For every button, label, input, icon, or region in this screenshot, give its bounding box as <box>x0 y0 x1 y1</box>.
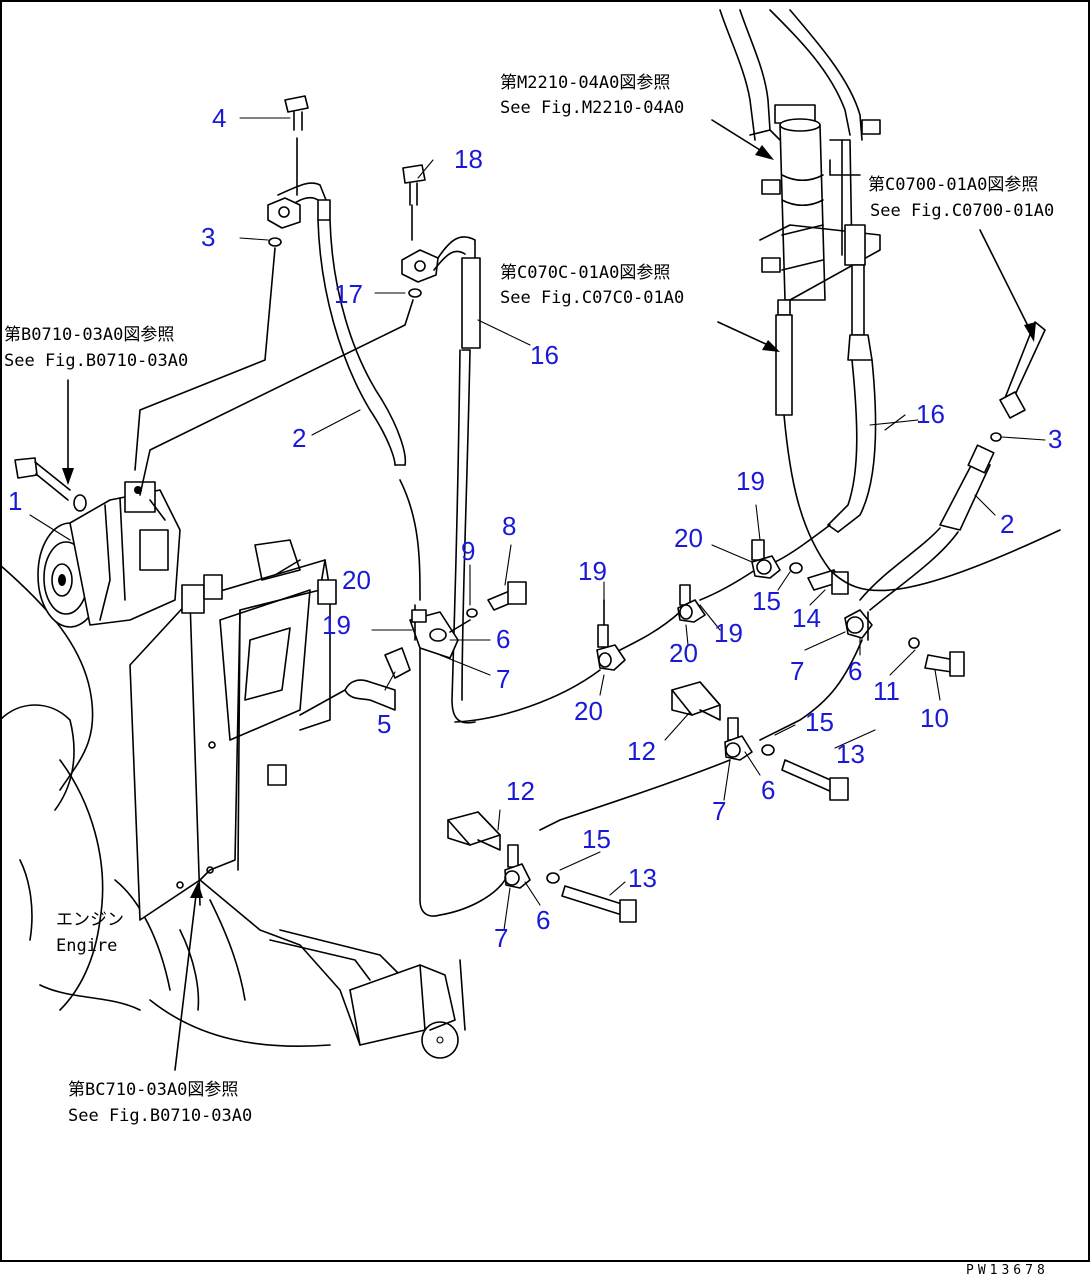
callout-10: 10 <box>920 703 949 733</box>
engine-label-en: Engire <box>56 936 117 956</box>
callout-6: 6 <box>536 905 550 935</box>
callout-19: 19 <box>322 610 351 640</box>
callout-2: 2 <box>292 423 306 453</box>
callout-8: 8 <box>502 511 516 541</box>
clamp-assembly-lower-left <box>439 811 637 923</box>
clamp-assembly-lower-right <box>539 681 849 831</box>
dryer-outlet-tube <box>775 299 1061 592</box>
clamp-assembly-far-right <box>759 609 965 741</box>
callout-18: 18 <box>454 144 483 174</box>
callout-15: 15 <box>805 707 834 737</box>
callout-labels: 1 2 2 3 3 4 5 6 6 6 6 7 7 7 7 8 9 10 11 … <box>8 103 1062 953</box>
reference-arrows <box>62 119 1036 1071</box>
clamp-assembly-center <box>596 599 626 671</box>
ref-c0700-right-jp: 第C0700-01A0図参照 <box>868 175 1038 195</box>
callout-13: 13 <box>836 739 865 769</box>
ref-c0700-mid-en: See Fig.C07C0-01A0 <box>500 288 684 308</box>
callout-12: 12 <box>627 736 656 766</box>
callout-16: 16 <box>916 399 945 429</box>
tube-center <box>454 524 831 723</box>
callout-14: 14 <box>792 603 821 633</box>
callout-4: 4 <box>212 103 226 133</box>
ref-m2210-en: See Fig.M2210-04A0 <box>500 98 684 118</box>
callout-20: 20 <box>674 523 703 553</box>
callout-15: 15 <box>752 586 781 616</box>
clamp-assembly-right-2 <box>751 539 849 595</box>
callout-20: 20 <box>342 565 371 595</box>
callout-15: 15 <box>582 824 611 854</box>
ref-b0710-bottom-en: See Fig.B0710-03A0 <box>68 1106 252 1126</box>
callout-1: 1 <box>8 486 22 516</box>
callout-6: 6 <box>761 775 775 805</box>
ref-b0710-left-jp: 第B0710-03A0図参照 <box>4 325 174 345</box>
drawing-code: PW13678 <box>966 1263 1049 1277</box>
callout-6: 6 <box>848 656 862 686</box>
callout-2: 2 <box>1000 509 1014 539</box>
ref-m2210-jp: 第M2210-04A0図参照 <box>500 73 670 93</box>
hose-16-left <box>451 257 481 724</box>
compressor-bolt <box>14 457 87 512</box>
callout-7: 7 <box>496 664 510 694</box>
callout-13: 13 <box>628 863 657 893</box>
callout-7: 7 <box>494 923 508 953</box>
callout-6: 6 <box>496 624 510 654</box>
engine-outline <box>0 564 331 1047</box>
callout-5: 5 <box>377 709 391 739</box>
fitting-18 <box>139 164 476 496</box>
hose-16-right <box>827 264 877 533</box>
clamp-assembly-right-1 <box>677 584 706 623</box>
clamp-5 <box>299 647 411 716</box>
callout-9: 9 <box>461 536 475 566</box>
callout-19: 19 <box>714 618 743 648</box>
reference-notes: 第M2210-04A0図参照 See Fig.M2210-04A0 第C0700… <box>4 73 1054 1126</box>
callout-3: 3 <box>1048 424 1062 454</box>
mounting-bracket <box>129 539 337 921</box>
callout-19: 19 <box>578 556 607 586</box>
leader-lines <box>29 117 1046 931</box>
callout-12: 12 <box>506 776 535 806</box>
callout-20: 20 <box>669 638 698 668</box>
ref-b0710-left-en: See Fig.B0710-03A0 <box>4 351 188 371</box>
callout-7: 7 <box>790 656 804 686</box>
callout-7: 7 <box>712 796 726 826</box>
ref-c0700-right-en: See Fig.C0700-01A0 <box>870 201 1054 221</box>
ref-b0710-bottom-jp: 第BC710-03A0図参照 <box>68 1080 238 1100</box>
callout-3: 3 <box>201 222 215 252</box>
compressor <box>37 481 181 628</box>
callout-17: 17 <box>334 279 363 309</box>
clamp-assembly-left <box>409 581 527 659</box>
ref-c0700-mid-jp: 第C070C-01A0図参照 <box>500 263 670 283</box>
engine-label-jp: エンジン <box>56 910 124 930</box>
receiver-dryer <box>719 9 881 301</box>
hose-2-left <box>277 182 441 917</box>
callout-16: 16 <box>530 340 559 370</box>
callout-19: 19 <box>736 466 765 496</box>
callout-20: 20 <box>574 696 603 726</box>
hose-2-right <box>859 321 1046 611</box>
callout-11: 11 <box>873 676 900 706</box>
fitting-4 <box>134 95 309 471</box>
lower-frame <box>199 879 466 1059</box>
